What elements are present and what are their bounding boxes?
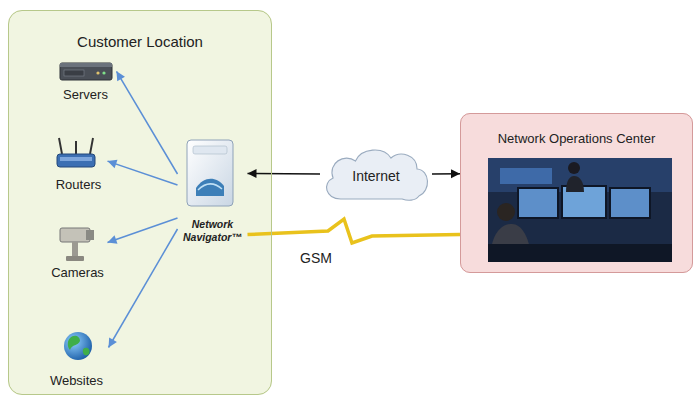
arrow-head [248, 169, 257, 178]
network-navigator-device [187, 140, 233, 206]
connector-line [248, 219, 461, 243]
node-title: Routers [56, 177, 102, 193]
connector-arrow [117, 71, 178, 174]
device-node: Cameras [48, 222, 108, 282]
connector-line [109, 229, 178, 348]
node-title: Servers [63, 87, 108, 103]
connector-arrow [248, 169, 321, 178]
connector-line [248, 173, 321, 175]
camera-icon [60, 228, 94, 261]
region-box: Network Operations Center [460, 113, 693, 273]
device-node: Routers [50, 140, 108, 194]
edge-label: GSM [298, 250, 334, 267]
connector-line [117, 71, 178, 174]
node-title: Cameras [51, 265, 104, 281]
connector-line [108, 161, 178, 185]
arrow-head [108, 235, 118, 243]
noc-region-fill [460, 113, 693, 273]
arrow-head [451, 169, 460, 178]
arrow-head [108, 160, 118, 169]
region-box: Customer LocationServersRoutersNetwork N… [8, 10, 272, 395]
node-title: Customer Location [77, 33, 203, 51]
cloud-node: Internet [320, 145, 432, 203]
node-title: Network Operations Center [498, 131, 656, 147]
connector-arrow [108, 218, 178, 244]
connector-arrow [109, 229, 178, 348]
arrow-head [117, 71, 125, 81]
connector-arrow [108, 160, 178, 185]
node-title: Internet [352, 168, 399, 185]
node-title: Websites [50, 373, 103, 389]
router-icon [57, 138, 95, 167]
globe-icon [64, 332, 92, 360]
node-title: Network Navigator™ [178, 218, 248, 243]
customer-region-fill [8, 10, 272, 395]
device-node: Websites [45, 330, 109, 390]
operations-center-photo [488, 158, 672, 262]
cloud-outline [327, 150, 428, 200]
connector-line [108, 218, 178, 243]
arrow-head [109, 337, 117, 347]
navigator-node: Network Navigator™ [178, 136, 248, 246]
wireless-link [248, 219, 461, 243]
server-icon [60, 63, 112, 80]
connector-arrow [432, 169, 460, 178]
device-node: Servers [55, 58, 117, 104]
